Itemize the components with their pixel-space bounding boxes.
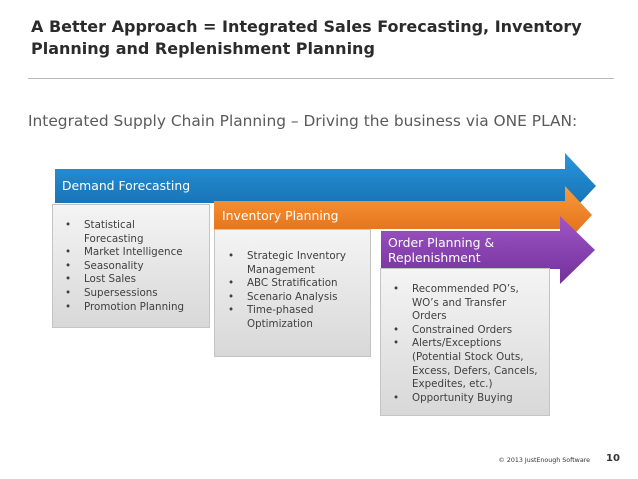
title-divider [28,78,614,79]
bullet-marker: • [393,323,400,336]
list-item-text: Constrained Orders [412,323,513,336]
slide-title: A Better Approach = Integrated Sales For… [31,17,582,58]
list-item: • Scenario Analysis [228,291,366,305]
order-planning-box: • Recommended PO’s, WO’s and Transfer Ord… [380,268,550,416]
bullet-marker: • [228,290,235,303]
list-item: • ABC Stratification [228,277,366,291]
list-item: • Promotion Planning [65,301,209,315]
page-number: 10 [606,453,620,464]
list-item: • Market Intelligence [65,246,209,260]
order-planning-arrow [381,216,595,284]
list-item: • Statistical Forecasting [65,219,209,246]
list-item-text: ABC Stratification [247,277,338,290]
inventory-planning-arrow [214,186,592,244]
list-item-text: Scenario Analysis [247,290,338,303]
demand-forecasting-label: Demand Forecasting [62,178,191,193]
list-item-text: Seasonality [84,259,144,272]
list-item-text: Time-phased Optimization [247,304,314,330]
list-item: • Lost Sales [65,273,209,287]
inventory-planning-box: • Strategic Inventory Management • ABC Str… [214,229,371,357]
list-item-text: Market Intelligence [84,246,183,259]
bullet-marker: • [65,286,72,299]
bullet-marker: • [65,219,72,231]
bullet-marker: • [65,300,72,313]
list-item: • Constrained Orders [393,324,545,338]
list-item-text: Promotion Planning [84,300,185,313]
bullet-marker: • [228,304,235,317]
bullet-marker: • [393,337,400,350]
list-item-text: Supersessions [84,286,158,299]
slide-subtitle: Integrated Supply Chain Planning – Drivi… [28,112,578,130]
list-item-text: Opportunity Buying [412,391,513,404]
list-item: • Recommended PO’s, WO’s and Transfer Ord… [393,283,545,324]
inventory-planning-list: • Strategic Inventory Management • ABC Str… [228,250,366,332]
list-item: • Strategic Inventory Management [228,250,366,277]
bullet-marker: • [393,391,400,404]
demand-forecasting-list: • Statistical Forecasting • Market Intelli… [65,219,209,314]
bullet-marker: • [228,277,235,290]
order-planning-list: • Recommended PO’s, WO’s and Transfer Ord… [393,283,545,405]
footer-copyright: © 2013 JustEnough Software [498,457,590,464]
bullet-marker: • [65,273,72,286]
bullet-marker: • [65,259,72,272]
list-item: • Supersessions [65,287,209,301]
list-item-text: Recommended PO’s, WO’s and Transfer Orde… [412,283,519,323]
list-item-text: Lost Sales [84,273,136,286]
inventory-planning-label: Inventory Planning [222,208,339,223]
list-item-text: Strategic Inventory Management [247,250,347,276]
demand-forecasting-box: • Statistical Forecasting • Market Intelli… [52,204,210,328]
list-item: • Opportunity Buying [393,392,545,406]
bullet-marker: • [393,283,400,295]
order-planning-label: Order Planning & Replenishment [388,235,495,265]
list-item: • Time-phased Optimization [228,304,366,331]
list-item: • Alerts/Exceptions (Potential Stock Outs… [393,337,545,391]
bullet-marker: • [65,246,72,259]
list-item: • Seasonality [65,260,209,274]
bullet-marker: • [228,250,235,262]
list-item-text: Alerts/Exceptions (Potential Stock Outs,… [412,337,538,391]
list-item-text: Statistical Forecasting [84,219,144,245]
